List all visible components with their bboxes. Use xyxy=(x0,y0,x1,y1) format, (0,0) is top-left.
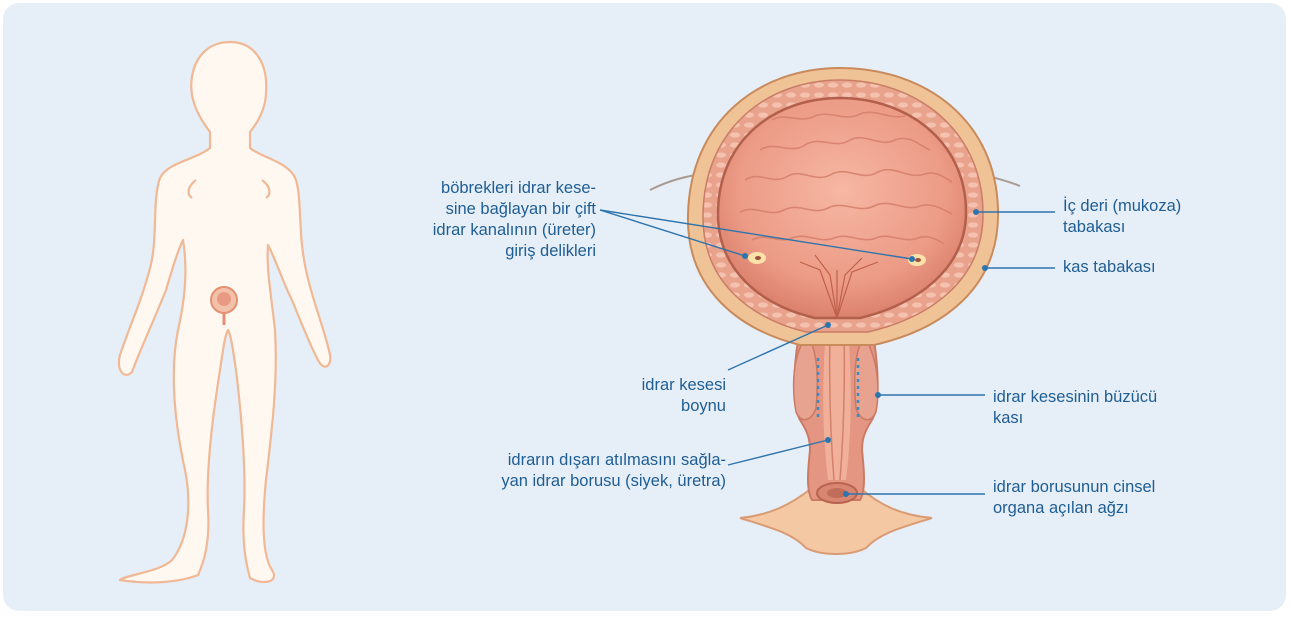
label-urethral-opening: idrar borusunun cinsel organa açılan ağz… xyxy=(993,477,1233,519)
label-mucosa-layer: İç deri (mukoza) tabakası xyxy=(1063,196,1263,238)
label-urethra: idrarın dışarı atılmasını sağla- yan idr… xyxy=(420,450,726,492)
label-muscle-layer: kas tabakası xyxy=(1063,257,1263,278)
mucosa-inner xyxy=(718,98,966,318)
label-sphincter: idrar kesesinin büzücü kası xyxy=(993,387,1233,429)
label-ureter-openings: böbrekleri idrar kese- sine bağlayan bir… xyxy=(360,178,596,262)
label-bladder-neck: idrar kesesi boynu xyxy=(560,375,726,417)
